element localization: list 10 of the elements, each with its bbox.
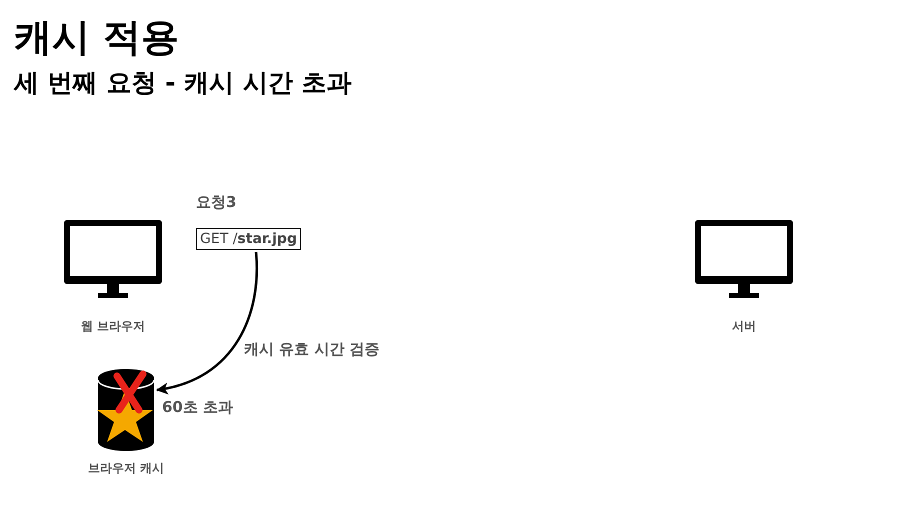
note-text: 60초 초과 [162,398,234,417]
node-label: 서버 [732,318,756,335]
request-heading: 요청3 [196,193,236,212]
edge-label: 캐시 유효 시간 검증 [244,340,380,359]
node-label: 브라우저 캐시 [88,460,164,477]
curved-arrow [156,252,258,394]
node-label: 웹 브라우저 [80,318,146,335]
request-box: GET /star.jpg [196,228,301,250]
title: 캐시 적용 [14,14,180,61]
subtitle: 세 번째 요청 - 캐시 시간 초과 [14,67,352,99]
